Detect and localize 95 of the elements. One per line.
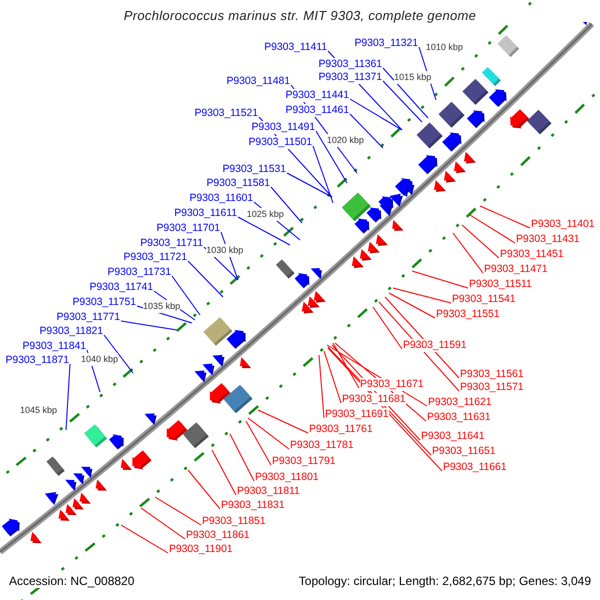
leader-line: [332, 342, 360, 388]
genome-summary-text: Topology: circular; Length: 2,682,675 bp; Genes: 3,049: [298, 575, 591, 588]
gene-label: P9303_11451: [500, 248, 564, 261]
leader-line: [350, 114, 384, 148]
gene-label: P9303_11761: [309, 423, 373, 436]
leader-line: [248, 418, 290, 450]
gene-label: P9303_11861: [186, 529, 250, 542]
gene-label: P9303_11641: [421, 430, 485, 443]
gene-label: P9303_11681: [342, 393, 406, 406]
gene-label: P9303_11731: [107, 266, 171, 279]
leader-line: [246, 420, 272, 466]
tick-label: 1025 kbp: [246, 208, 284, 222]
leader-line: [372, 306, 402, 350]
leader-line: [154, 496, 202, 526]
gene-label: P9303_11481: [226, 75, 290, 88]
gene-label: P9303_11671: [360, 378, 424, 391]
accession-text: Accession: NC_008820: [9, 575, 134, 588]
leader-line: [480, 206, 530, 228]
gene-label: P9303_11851: [202, 515, 266, 528]
leader-line: [120, 524, 168, 554]
leader-line: [452, 232, 484, 274]
tick-label: 1040 kbp: [80, 353, 118, 366]
gene-label: P9303_11471: [484, 263, 548, 276]
leader-line: [66, 364, 70, 430]
tick-label: 1030 kbp: [206, 244, 244, 258]
gene-label: P9303_11581: [206, 177, 270, 190]
gene-label: P9303_11901: [169, 543, 233, 556]
leader-line: [120, 320, 178, 330]
gene-label: P9303_11721: [123, 251, 187, 264]
leader-line: [470, 214, 516, 244]
gene-label: P9303_11841: [22, 340, 86, 353]
gene-label: P9303_11561: [460, 368, 524, 381]
gene-label: P9303_11821: [39, 325, 103, 338]
gene-label: P9303_11411: [264, 41, 327, 54]
gene-label: P9303_11601: [189, 192, 253, 205]
leader-line: [324, 350, 342, 404]
leader-line: [392, 288, 452, 304]
tick-label: 1035 kbp: [143, 300, 180, 314]
gene-label: P9303_11371: [318, 71, 382, 84]
gene-label: P9303_11621: [428, 396, 492, 409]
gene-label: P9303_11701: [156, 222, 220, 235]
gene-label: P9303_11691: [325, 408, 389, 421]
leader-line: [286, 172, 332, 198]
gene-label: P9303_11591: [403, 339, 467, 352]
gene-label: P9303_11811: [237, 485, 300, 498]
leader-line: [238, 216, 290, 246]
leader-line: [104, 334, 134, 374]
gene-label: P9303_11871: [5, 354, 69, 367]
gene-label: P9303_11631: [427, 411, 491, 424]
tick-label: 1015 kbp: [394, 70, 432, 84]
gene-label: P9303_11521: [194, 107, 258, 120]
gene-label: P9303_11401: [531, 218, 595, 231]
gene-label: P9303_11441: [285, 89, 349, 102]
leader-line: [212, 450, 236, 496]
gene-label: P9303_11491: [251, 121, 315, 134]
gene-label: P9303_11781: [290, 439, 354, 452]
gene-label: P9303_11531: [222, 163, 286, 176]
leader-line: [188, 470, 220, 510]
leader-line: [382, 80, 422, 122]
gene-label: P9303_11511: [469, 278, 532, 291]
gene-label: P9303_11431: [516, 233, 580, 246]
gene-label: P9303_11541: [452, 293, 516, 306]
leader-line: [230, 434, 254, 482]
gene-label: P9303_11831: [221, 499, 285, 512]
gene-label: P9303_11661: [443, 461, 507, 474]
gene-label: P9303_11741: [89, 281, 153, 294]
tick-label: 1020 kbp: [326, 134, 364, 148]
gene-label: P9303_11551: [436, 308, 500, 321]
gene-label: P9303_11751: [72, 296, 136, 309]
leader-line: [316, 130, 348, 184]
gene-label: P9303_11771: [56, 311, 120, 324]
leader-line: [188, 260, 224, 298]
gene-label: P9303_11461: [285, 104, 349, 117]
leader-line: [270, 186, 302, 224]
leader-line: [318, 354, 324, 418]
leader-line: [350, 98, 402, 130]
gene-label: P9303_11711: [140, 237, 203, 250]
leader-line: [258, 410, 308, 434]
gene-label: P9303_11651: [432, 445, 496, 458]
leader-line: [412, 270, 468, 288]
gene-label: P9303_11791: [272, 455, 336, 468]
leader-line: [140, 508, 186, 540]
leader-line: [172, 276, 200, 316]
leader-line: [312, 146, 334, 204]
gene-label: P9303_11611: [174, 207, 237, 220]
tick-label: 1010 kbp: [426, 40, 463, 54]
tick-label: 1045 kbp: [20, 404, 57, 418]
leader-line: [382, 68, 428, 118]
gene-label: P9303_11571: [460, 381, 524, 394]
gene-label: P9303_11321: [354, 37, 418, 50]
leader-line: [462, 224, 500, 258]
gene-label: P9303_11501: [248, 136, 312, 149]
gene-label: P9303_11361: [318, 58, 382, 71]
leader-line: [388, 292, 436, 318]
gene-label: P9303_11801: [255, 471, 319, 484]
